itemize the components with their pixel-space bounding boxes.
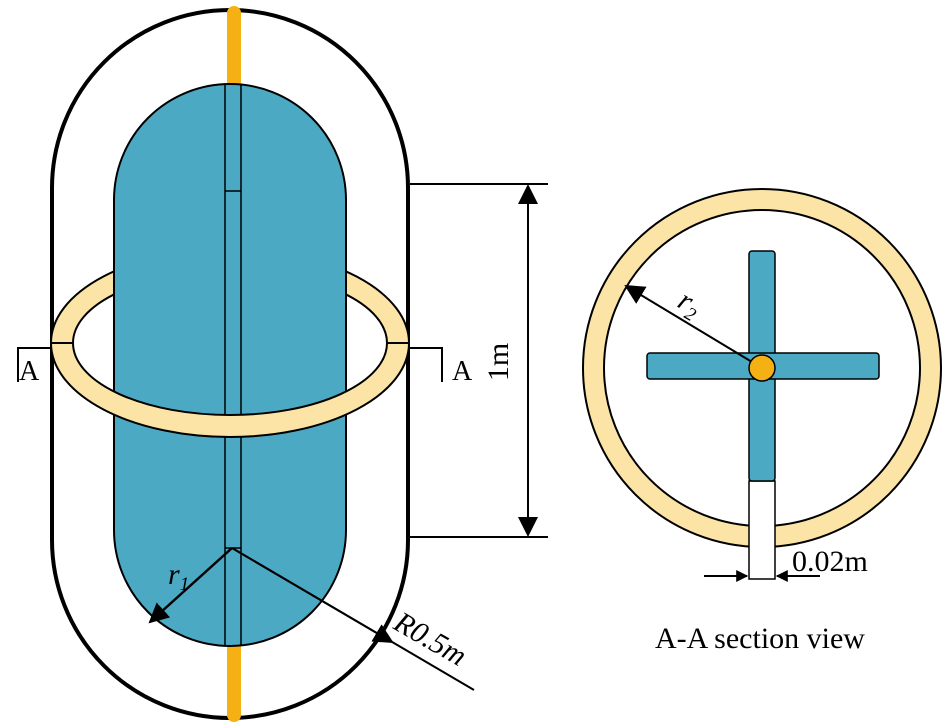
section-label-left: A [19, 356, 40, 387]
ring-front-arc [49, 342, 411, 438]
section-shaft [748, 354, 776, 382]
outer-radius-label: R0.5m [388, 605, 472, 673]
blade-gap [748, 480, 776, 580]
height-label: 1m [482, 343, 515, 381]
gap-label: 0.02m [792, 545, 868, 578]
front-view: A A 1m r1 R0.5m [17, 6, 548, 722]
section-marker-left [17, 347, 50, 382]
blade [113, 83, 347, 647]
section-caption: A-A section view [655, 622, 865, 655]
outer-radius-label-group: R0.5m [388, 605, 472, 673]
blade-slot [224, 85, 242, 645]
section-view: r2 0.02m A-A section view [582, 188, 942, 655]
section-label-right: A [452, 356, 473, 387]
outer-radius-arrow [231, 547, 394, 644]
r2-radius-arrow [624, 284, 763, 369]
section-marker-right [410, 347, 443, 382]
height-label-group: 1m [482, 343, 515, 381]
r1-radius-arrow [148, 547, 233, 624]
r1-label: r1 [168, 558, 189, 595]
